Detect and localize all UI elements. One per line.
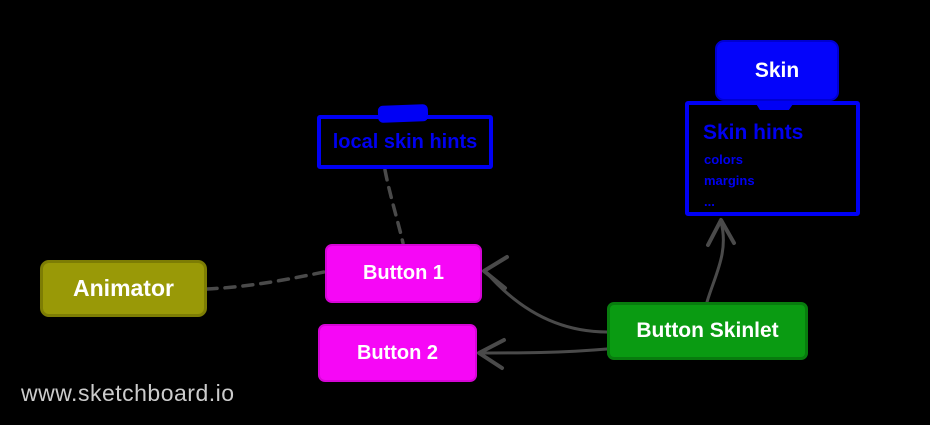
edge-animator-to-button1[interactable] xyxy=(205,270,326,291)
arrowhead-button1-icon xyxy=(482,255,509,290)
button1-label: Button 1 xyxy=(362,262,445,284)
skin-hints-item-ellipsis: ... xyxy=(704,194,715,209)
edge-skinlet-to-button1[interactable] xyxy=(484,270,609,334)
edge-skinlet-to-skin-hints[interactable] xyxy=(705,220,725,304)
node-skin[interactable]: Skin xyxy=(715,40,839,101)
local-skin-hints-connector-icon xyxy=(377,104,429,123)
animator-label: Animator xyxy=(73,275,174,301)
sketchboard-watermark: www.sketchboard.io xyxy=(21,380,235,406)
button-skinlet-label: Button Skinlet xyxy=(636,319,779,342)
edge-local-skin-hints-to-button1[interactable] xyxy=(383,168,405,245)
button2-label: Button 2 xyxy=(356,341,439,364)
node-button2[interactable]: Button 2 xyxy=(318,324,477,382)
node-skin-hints[interactable]: Skin hints colors margins ... xyxy=(685,101,860,216)
node-button1[interactable]: Button 1 xyxy=(325,244,482,303)
skin-hints-title: Skin hints xyxy=(703,121,804,144)
skin-hints-item-colors: colors xyxy=(704,152,744,167)
node-button-skinlet[interactable]: Button Skinlet xyxy=(607,302,808,360)
skin-label: Skin xyxy=(754,58,800,82)
local-skin-hints-label: local skin hints xyxy=(332,130,478,153)
skin-hints-item-margins: margins xyxy=(704,173,755,188)
edge-skinlet-to-button2[interactable] xyxy=(479,347,609,355)
arrowhead-button2-icon xyxy=(477,338,506,370)
arrowhead-skin-hints-icon xyxy=(706,218,736,247)
node-local-skin-hints[interactable]: local skin hints xyxy=(317,115,493,169)
node-animator[interactable]: Animator xyxy=(40,260,207,317)
